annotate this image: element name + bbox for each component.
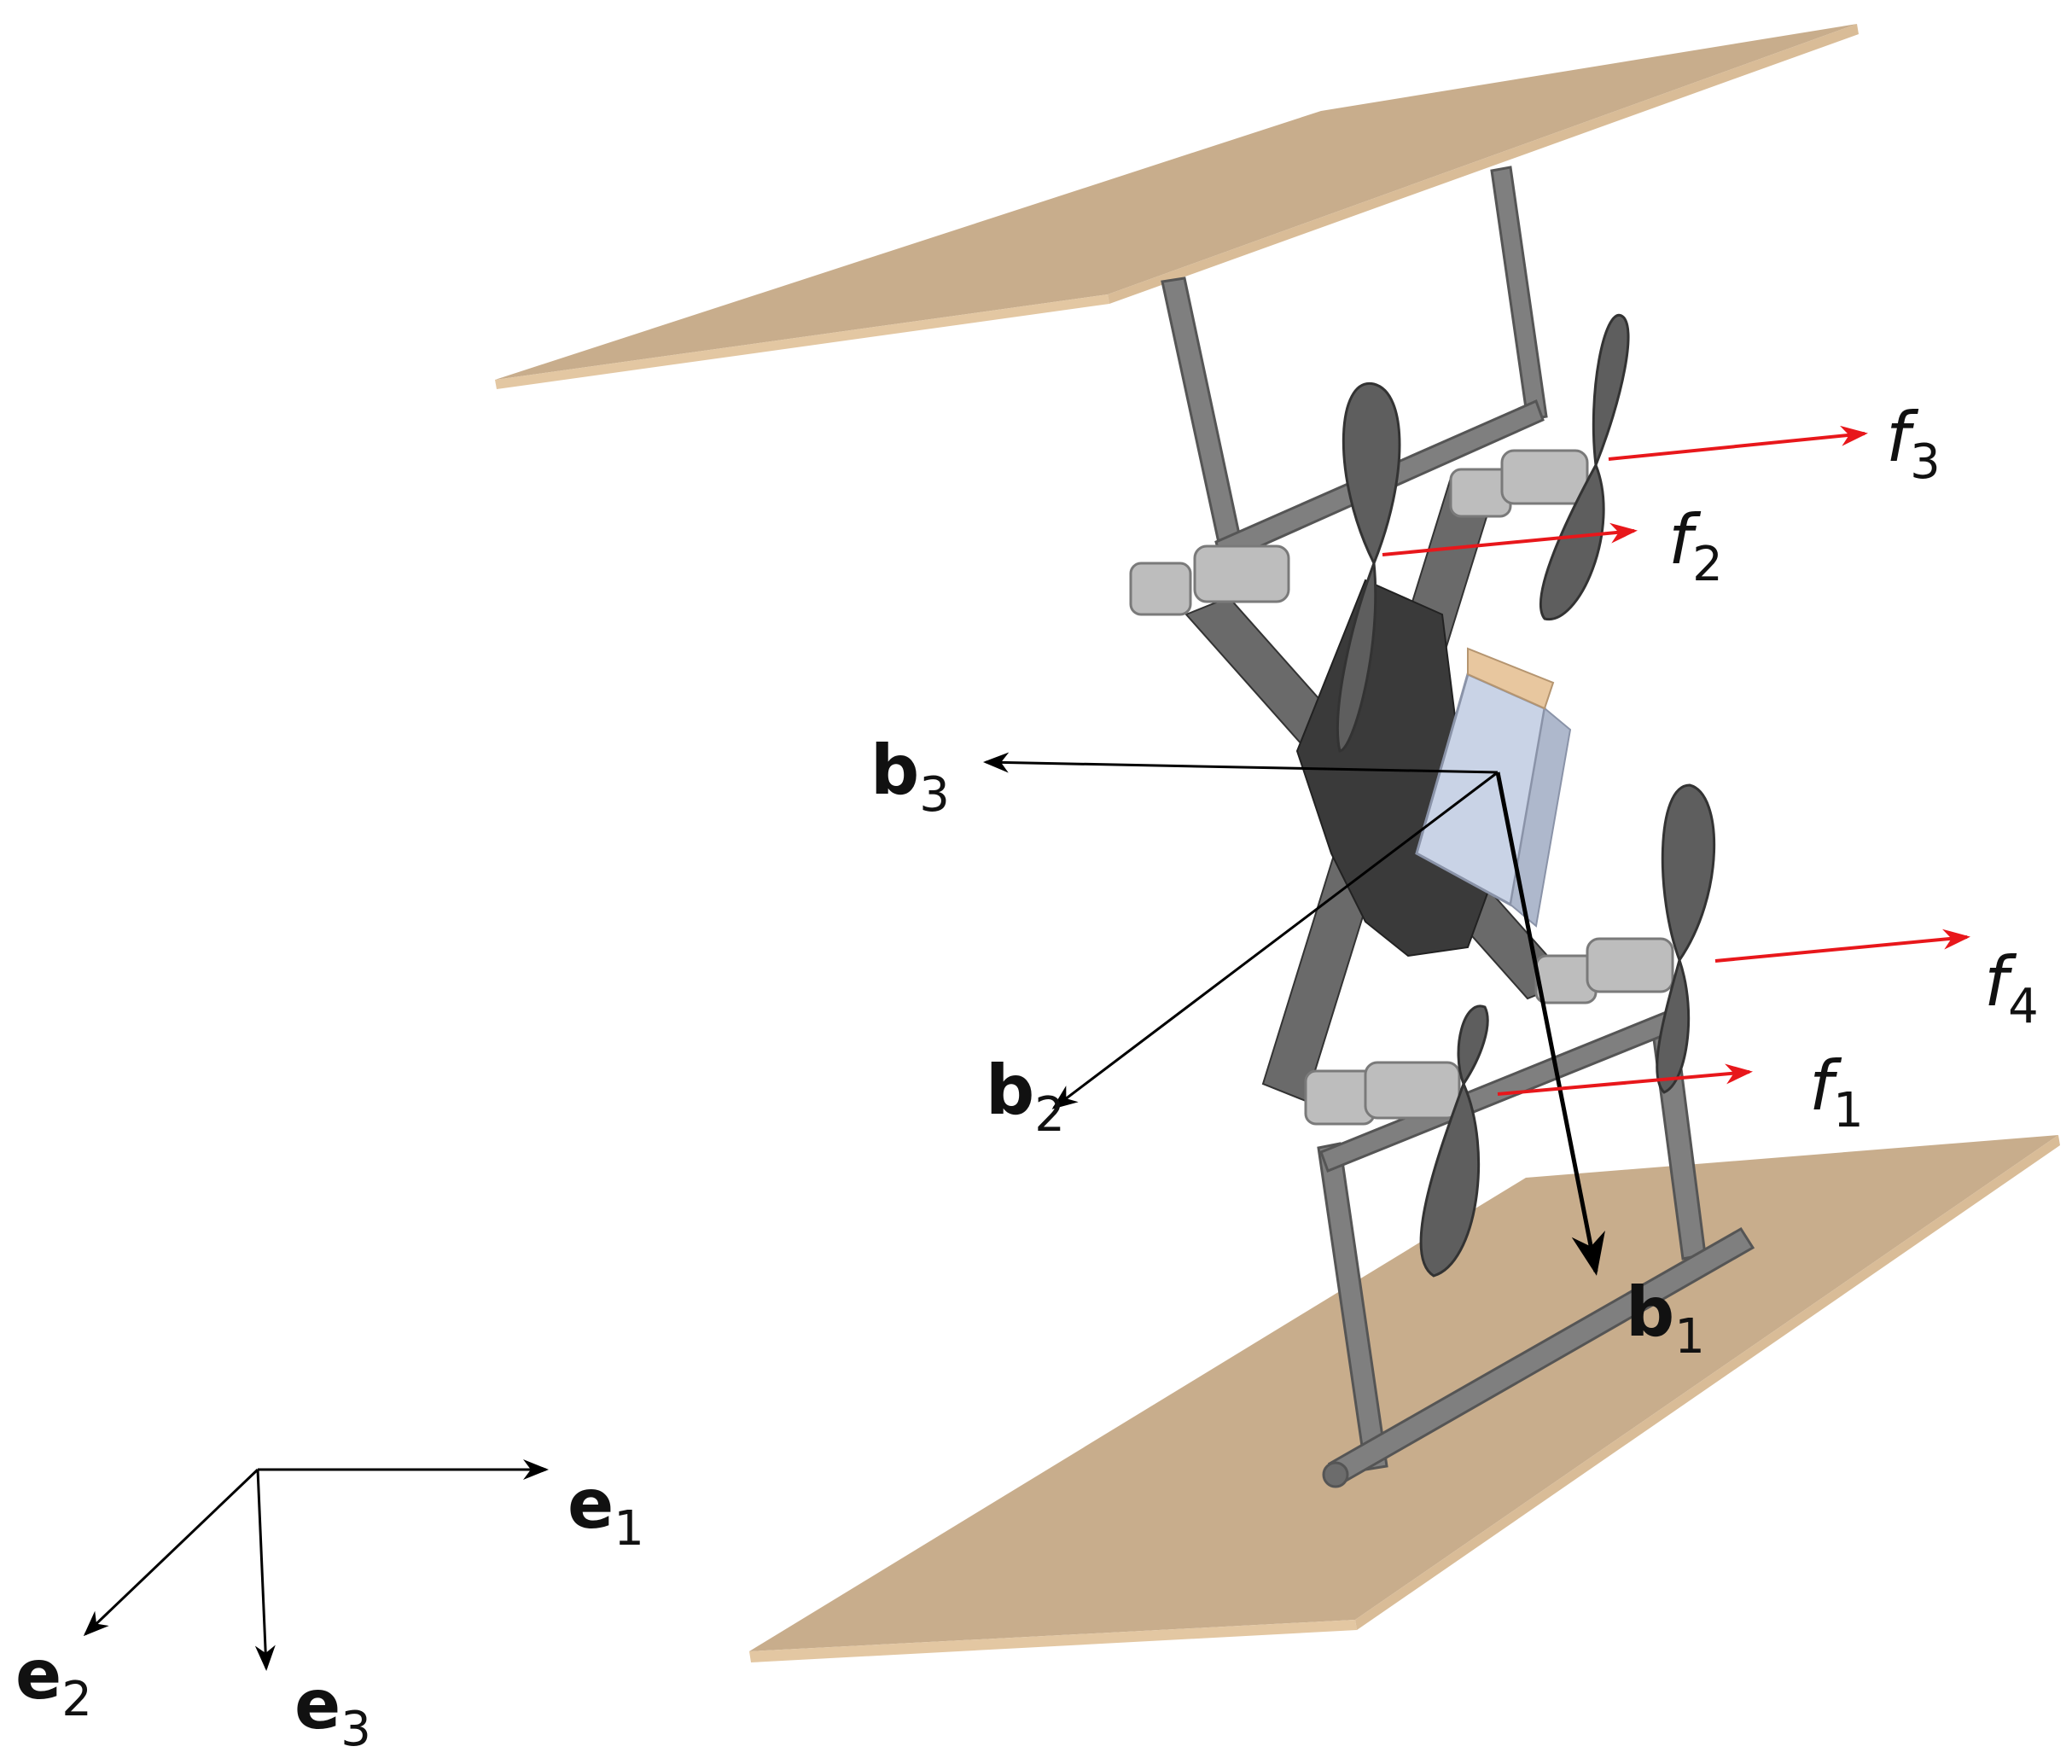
e2-axis-arrow	[83, 1468, 259, 1637]
b1-axis-arrow	[1495, 771, 1605, 1276]
label-e1: e1	[567, 1464, 644, 1557]
propellers	[1336, 313, 1716, 1278]
body-axes	[983, 752, 1605, 1276]
e3-axis-arrow	[254, 1469, 276, 1671]
label-b2: b2	[986, 1051, 1065, 1143]
f2-force-arrow	[1382, 522, 1638, 556]
motor-icon	[1129, 544, 1290, 616]
force-arrows	[1382, 425, 1970, 1096]
label-f4: f4	[1984, 942, 2039, 1034]
top-board	[495, 24, 1859, 389]
f1-force-arrow	[1497, 1063, 1753, 1096]
f4-force-arrow	[1714, 929, 1970, 963]
label-e3: e3	[294, 1665, 371, 1757]
label-e2: e2	[15, 1635, 92, 1727]
label-b1: b1	[1626, 1272, 1705, 1365]
propeller-icon	[1336, 382, 1401, 753]
motor-icon	[1304, 1061, 1461, 1126]
f3-force-arrow	[1608, 425, 1868, 461]
label-f1: f1	[1809, 1046, 1864, 1138]
label-b3: b3	[870, 731, 950, 823]
b2-axis-arrow	[1051, 771, 1499, 1109]
propeller-icon	[1539, 313, 1630, 620]
propeller-icon	[1419, 1004, 1489, 1278]
label-f2: f2	[1668, 500, 1723, 592]
propeller-icon	[1656, 783, 1716, 1094]
label-f3: f3	[1886, 398, 1941, 490]
motor-icon	[1534, 937, 1674, 1004]
motor-icon	[1449, 449, 1589, 518]
motors	[1129, 449, 1674, 1126]
bottom-board	[749, 1135, 2060, 1662]
b3-axis-arrow	[983, 752, 1499, 774]
inertial-axes	[83, 1459, 549, 1671]
